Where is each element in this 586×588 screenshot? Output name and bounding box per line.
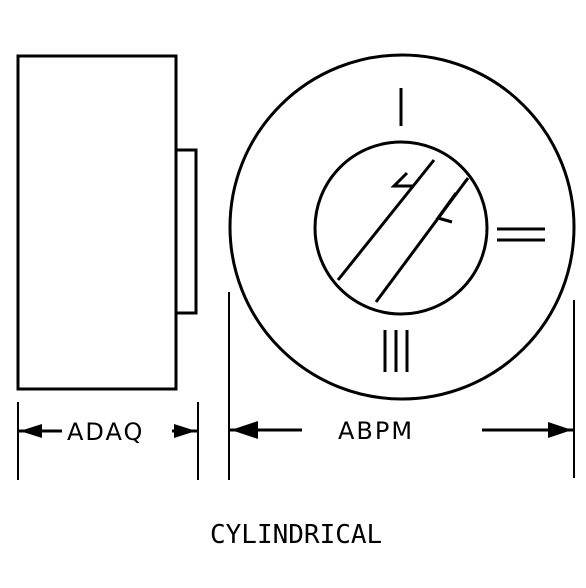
arrowhead-left <box>231 421 258 439</box>
arrowhead-right <box>548 422 572 438</box>
side-view <box>16 54 198 391</box>
arrowhead-right <box>174 424 196 438</box>
marking-position-3 <box>383 330 409 372</box>
arrowhead-left <box>20 424 42 438</box>
side-view-body <box>16 54 178 391</box>
marking-position-2 <box>497 227 545 242</box>
side-view-shaft-stub <box>174 148 198 315</box>
dial-pointer-bar <box>336 159 470 303</box>
dimension-label-adaq: ADAQ <box>67 418 144 446</box>
front-view-outer-circle <box>228 53 576 401</box>
dimension-label-abpm: ABPM <box>338 417 414 445</box>
front-view <box>228 53 576 401</box>
dimension-abpm: ABPM <box>228 292 575 480</box>
front-view-dial-circle <box>313 140 489 316</box>
drawing-caption: CYLINDRICAL <box>210 520 382 550</box>
pointer-arrow-upper <box>390 171 414 188</box>
dimension-adaq: ADAQ <box>17 402 199 480</box>
pointer-arrow-lower <box>435 192 458 224</box>
